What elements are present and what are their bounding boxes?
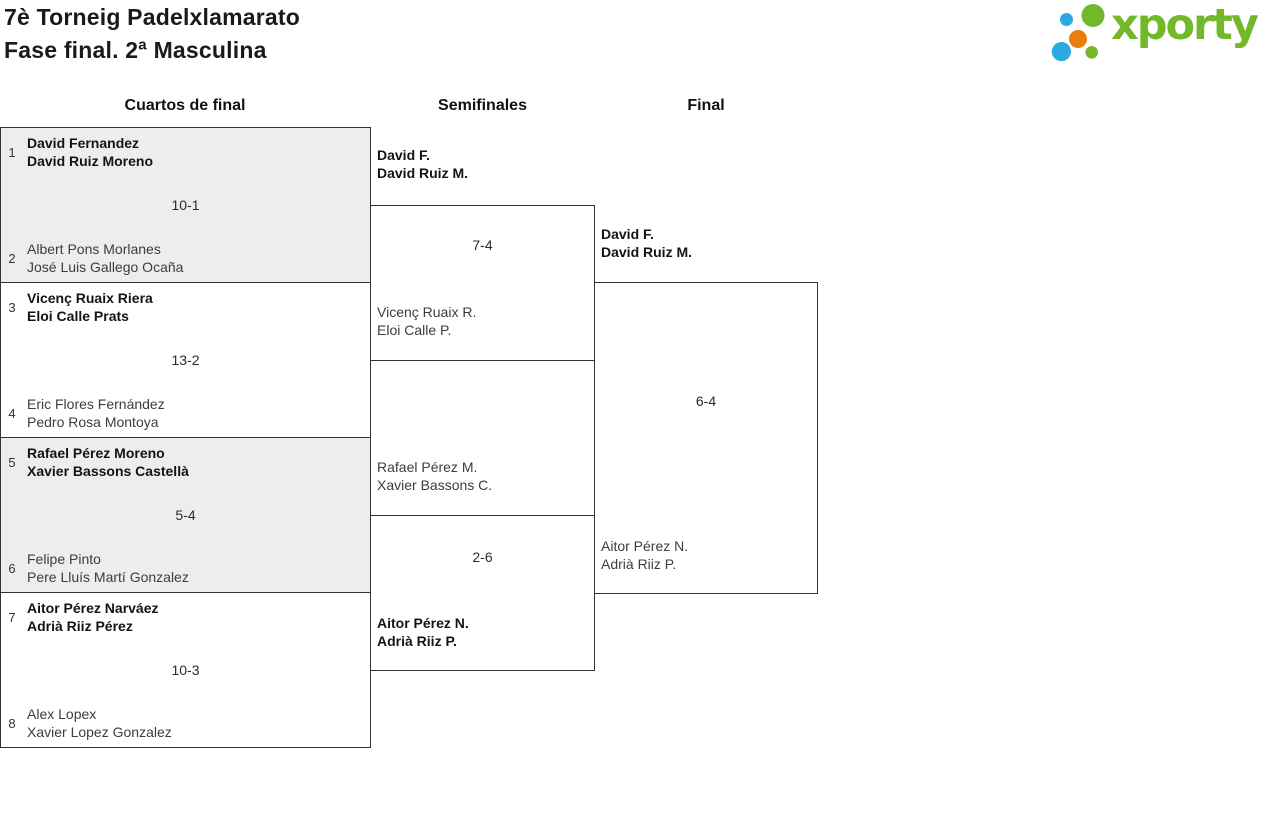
team-row: 8 Alex Lopex Xavier Lopez Gonzalez <box>1 705 172 741</box>
round-header-final: Final <box>687 97 725 114</box>
player-name: Eloi Calle P. <box>377 322 452 338</box>
seed-number: 6 <box>8 560 16 576</box>
team-row: 3 Vicenç Ruaix Riera Eloi Calle Prats <box>1 289 153 325</box>
player-name: Xavier Lopez Gonzalez <box>27 724 172 740</box>
semifinal-2-score: 2-6 <box>472 549 493 565</box>
seed-number: 7 <box>8 609 16 625</box>
player-name: Eric Flores Fernández <box>27 396 165 412</box>
semifinal-2-team-1: Rafael Pérez M. Xavier Bassons C. <box>377 458 492 494</box>
seed-number: 4 <box>8 405 16 421</box>
player-name: Rafael Pérez Moreno <box>27 445 165 461</box>
player-name: Rafael Pérez M. <box>377 459 478 475</box>
xporty-dots-icon <box>1051 4 1105 62</box>
logo-dot-blue-small <box>1060 13 1073 26</box>
player-name: Vicenç Ruaix R. <box>377 304 477 320</box>
page-title: 7è Torneig Padelxlamarato Fase final. 2ª… <box>4 1 300 67</box>
player-name: David Fernandez <box>27 135 140 151</box>
semifinal-1-score: 7-4 <box>472 237 493 253</box>
player-name: Adrià Riiz P. <box>601 556 677 572</box>
xporty-logo-text: xporty <box>1111 0 1259 50</box>
player-name: David Ruiz M. <box>601 244 693 260</box>
final-team-2: Aitor Pérez N. Adrià Riiz P. <box>601 537 688 573</box>
player-name: David F. <box>377 147 430 163</box>
team-names: David Fernandez David Ruiz Moreno <box>27 134 153 170</box>
player-name: Eloi Calle Prats <box>27 308 129 324</box>
seed-number: 2 <box>8 250 16 266</box>
quarterfinal-match-1: 1 David Fernandez David Ruiz Moreno 10-1… <box>0 127 371 283</box>
logo-dot-green-large <box>1081 4 1105 27</box>
logo-dot-green-small <box>1085 46 1098 59</box>
final-score: 6-4 <box>695 393 717 409</box>
match-score: 5-4 <box>175 507 196 523</box>
player-name: David Ruiz Moreno <box>27 153 154 169</box>
seed-number: 5 <box>8 454 16 470</box>
player-name: Xavier Bassons C. <box>377 477 493 493</box>
team-row: 5 Rafael Pérez Moreno Xavier Bassons Cas… <box>1 444 189 480</box>
player-name: Aitor Pérez N. <box>601 538 689 554</box>
player-name: Aitor Pérez N. <box>377 615 469 631</box>
seed-number: 3 <box>8 299 16 315</box>
player-name: Felipe Pinto <box>27 551 101 567</box>
final-box <box>594 282 818 594</box>
team-names: Felipe Pinto Pere Lluís Martí Gonzalez <box>27 550 189 586</box>
team-row: 7 Aitor Pérez Narváez Adrià Riiz Pérez <box>1 599 159 635</box>
player-name: Vicenç Ruaix Riera <box>27 290 153 306</box>
match-score: 10-3 <box>171 662 200 678</box>
team-row: 4 Eric Flores Fernández Pedro Rosa Monto… <box>1 395 165 431</box>
player-name: Pere Lluís Martí Gonzalez <box>27 569 189 585</box>
team-names: Eric Flores Fernández Pedro Rosa Montoya <box>27 395 165 431</box>
player-name: Adrià Riiz P. <box>377 633 457 649</box>
team-names: Vicenç Ruaix Riera Eloi Calle Prats <box>27 289 153 325</box>
round-header-quarterfinals: Cuartos de final <box>124 97 246 114</box>
team-row: 1 David Fernandez David Ruiz Moreno <box>1 134 153 170</box>
player-name: Albert Pons Morlanes <box>27 241 161 257</box>
player-name: Pedro Rosa Montoya <box>27 414 159 430</box>
logo-dot-orange <box>1069 30 1087 48</box>
player-name: Xavier Bassons Castellà <box>27 463 189 479</box>
seed-number: 8 <box>8 715 16 731</box>
player-name: David F. <box>601 226 654 242</box>
quarterfinal-match-3: 5 Rafael Pérez Moreno Xavier Bassons Cas… <box>0 437 371 593</box>
team-names: Aitor Pérez Narváez Adrià Riiz Pérez <box>27 599 159 635</box>
xporty-logo[interactable]: xporty <box>1048 0 1278 72</box>
tournament-name: 7è Torneig Padelxlamarato <box>4 4 301 30</box>
player-name: José Luis Gallego Ocaña <box>27 259 184 275</box>
team-names: Alex Lopex Xavier Lopez Gonzalez <box>27 705 172 741</box>
player-name: Aitor Pérez Narváez <box>27 600 159 616</box>
logo-dot-blue-large <box>1051 42 1071 62</box>
final-team-1: David F. David Ruiz M. <box>601 225 692 261</box>
round-header-semifinals: Semifinales <box>438 97 527 114</box>
player-name: Alex Lopex <box>27 706 97 722</box>
team-names: Albert Pons Morlanes José Luis Gallego O… <box>27 240 183 276</box>
match-score: 10-1 <box>171 197 200 213</box>
semifinal-1-team-2: Vicenç Ruaix R. Eloi Calle P. <box>377 303 476 339</box>
tournament-phase: Fase final. 2ª Masculina <box>4 37 267 63</box>
team-row: 6 Felipe Pinto Pere Lluís Martí Gonzalez <box>1 550 189 586</box>
team-row: 2 Albert Pons Morlanes José Luis Gallego… <box>1 240 183 276</box>
player-name: Adrià Riiz Pérez <box>27 618 133 634</box>
semifinal-1-team-1: David F. David Ruiz M. <box>377 146 468 182</box>
quarterfinal-match-4: 7 Aitor Pérez Narváez Adrià Riiz Pérez 1… <box>0 592 371 748</box>
semifinal-2-team-2: Aitor Pérez N. Adrià Riiz P. <box>377 614 469 650</box>
quarterfinal-match-2: 3 Vicenç Ruaix Riera Eloi Calle Prats 13… <box>0 282 371 438</box>
match-score: 13-2 <box>171 352 200 368</box>
seed-number: 1 <box>8 144 16 160</box>
team-names: Rafael Pérez Moreno Xavier Bassons Caste… <box>27 444 189 480</box>
player-name: David Ruiz M. <box>377 165 469 181</box>
